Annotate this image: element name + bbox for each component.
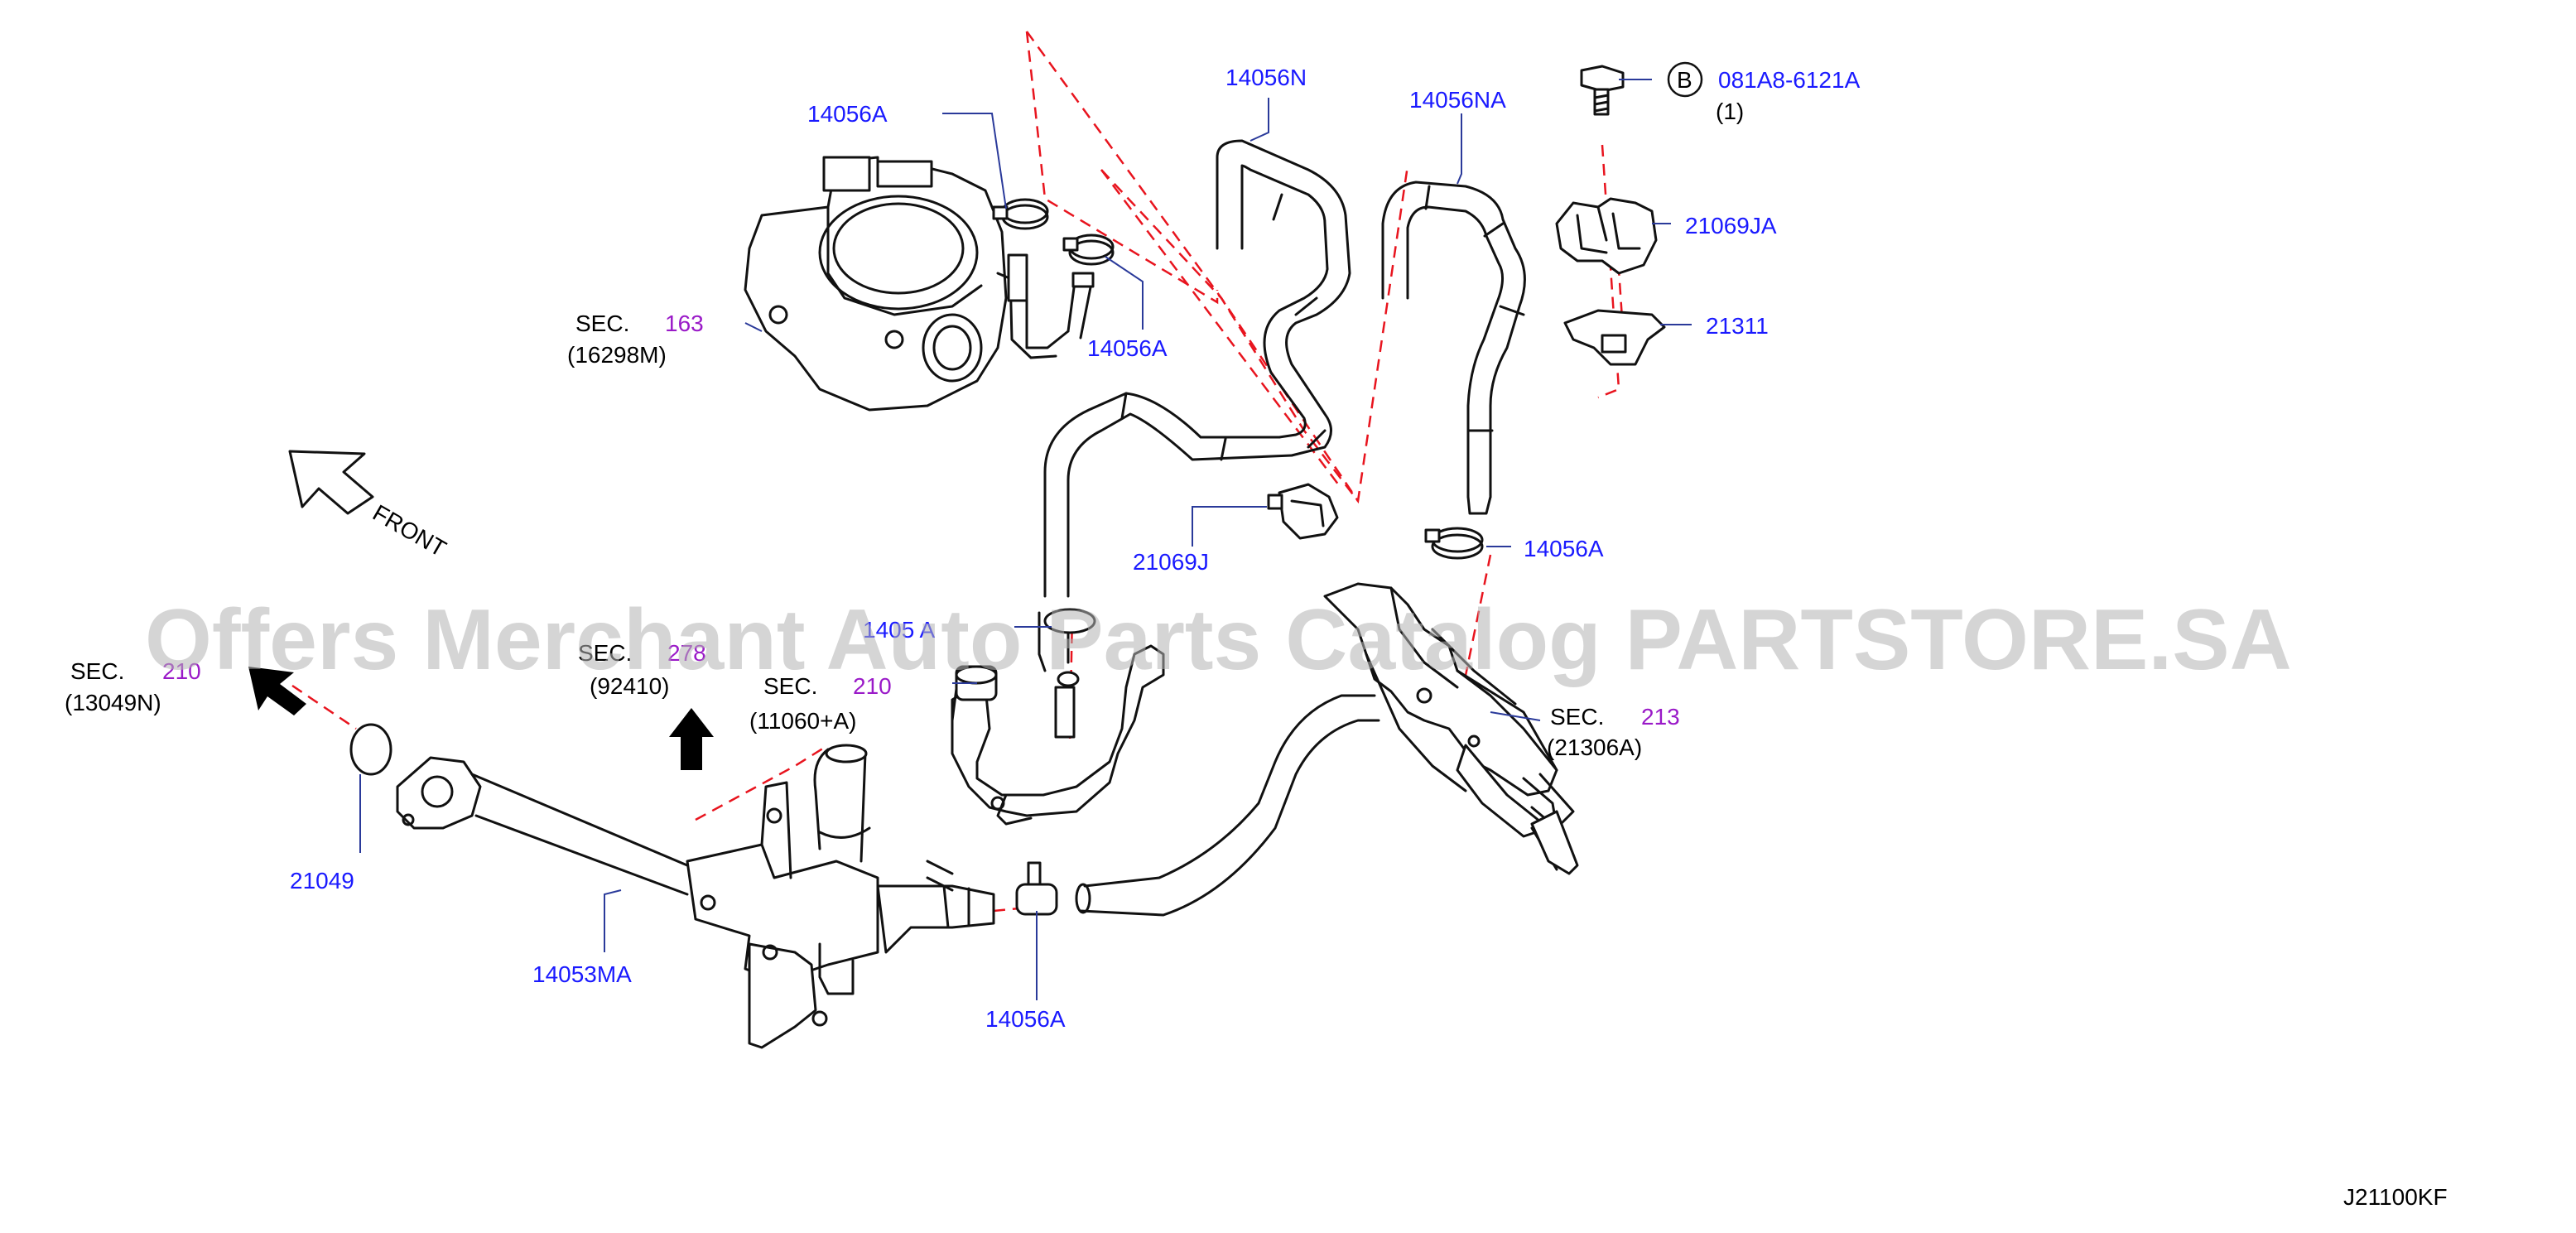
label-14053ma[interactable]: 14053MA xyxy=(532,961,632,987)
sec-278-sub: (92410) xyxy=(590,673,670,699)
label-21311[interactable]: 21311 xyxy=(1706,313,1769,339)
explode-lines xyxy=(291,31,1626,913)
sec-213-number[interactable]: 213 xyxy=(1641,704,1680,730)
label-21069ja[interactable]: 21069JA xyxy=(1685,213,1777,238)
watermark: Offers Merchant Auto Parts Catalog PARTS… xyxy=(145,592,2292,688)
label-14056a-right[interactable]: 14056A xyxy=(1524,536,1604,561)
hose-long-bottom xyxy=(1075,694,1380,917)
direction-arrow-sec278-icon xyxy=(669,708,714,770)
heater-pipe xyxy=(1323,582,1579,875)
sec-210-mid-number[interactable]: 210 xyxy=(853,673,892,699)
sec-163-prefix: SEC. xyxy=(575,311,629,336)
sec-278-prefix: SEC. xyxy=(578,640,632,666)
water-outlet xyxy=(951,608,1165,826)
label-14056a-mid[interactable]: 1405 A xyxy=(863,617,936,643)
sec-210-mid-prefix: SEC. xyxy=(763,673,817,699)
bolt-callout-circle xyxy=(1667,61,1703,98)
clamp-14056a-right xyxy=(1424,527,1484,560)
water-pipe-14053ma xyxy=(396,744,995,1049)
label-14056a-bottom[interactable]: 14056A xyxy=(985,1006,1066,1032)
bolt-081a8 xyxy=(1580,65,1625,116)
label-14056a-top[interactable]: 14056A xyxy=(807,101,888,127)
label-14056a-throttle[interactable]: 14056A xyxy=(1087,335,1168,361)
direction-arrow-sec210-icon xyxy=(248,667,306,715)
front-arrow-icon xyxy=(288,450,374,515)
hose-14056n xyxy=(1043,139,1351,598)
sec-213-sub: (21306A) xyxy=(1547,735,1642,760)
clamp-14056a-bottom xyxy=(1015,861,1058,916)
front-label: FRONT xyxy=(368,499,450,561)
diagram-code: J21100KF xyxy=(2343,1184,2448,1210)
sec-210-left-number[interactable]: 210 xyxy=(162,658,201,684)
bracket-21311 xyxy=(1563,309,1666,366)
sec-210-mid-sub: (11060+A) xyxy=(749,708,856,734)
sec-278-number[interactable]: 278 xyxy=(667,640,706,666)
label-081a8-6121a[interactable]: 081A8-6121A xyxy=(1718,67,1861,93)
bolt-callout-letter: B xyxy=(1677,67,1692,93)
leader-lines xyxy=(359,79,1692,1000)
label-14056n[interactable]: 14056N xyxy=(1225,65,1307,90)
label-14056na[interactable]: 14056NA xyxy=(1409,87,1506,113)
sec-213-prefix: SEC. xyxy=(1550,704,1604,730)
label-21049[interactable]: 21049 xyxy=(290,868,354,893)
clamp-14056a-throttle xyxy=(1062,234,1115,266)
clamp-14056a-top xyxy=(992,198,1049,230)
label-bolt-qty: (1) xyxy=(1716,99,1744,124)
clip-21069ja xyxy=(1555,197,1658,275)
o-ring-21049 xyxy=(349,723,392,776)
sec-210-left-prefix: SEC. xyxy=(70,658,124,684)
throttle-body xyxy=(744,156,1095,412)
sec-210-left-sub: (13049N) xyxy=(65,690,161,715)
clip-21069j xyxy=(1267,483,1339,540)
hose-14056na xyxy=(1381,181,1526,515)
label-21069j[interactable]: 21069J xyxy=(1133,549,1209,575)
sec-163-number[interactable]: 163 xyxy=(665,311,704,336)
sec-163-sub: (16298M) xyxy=(567,342,667,368)
